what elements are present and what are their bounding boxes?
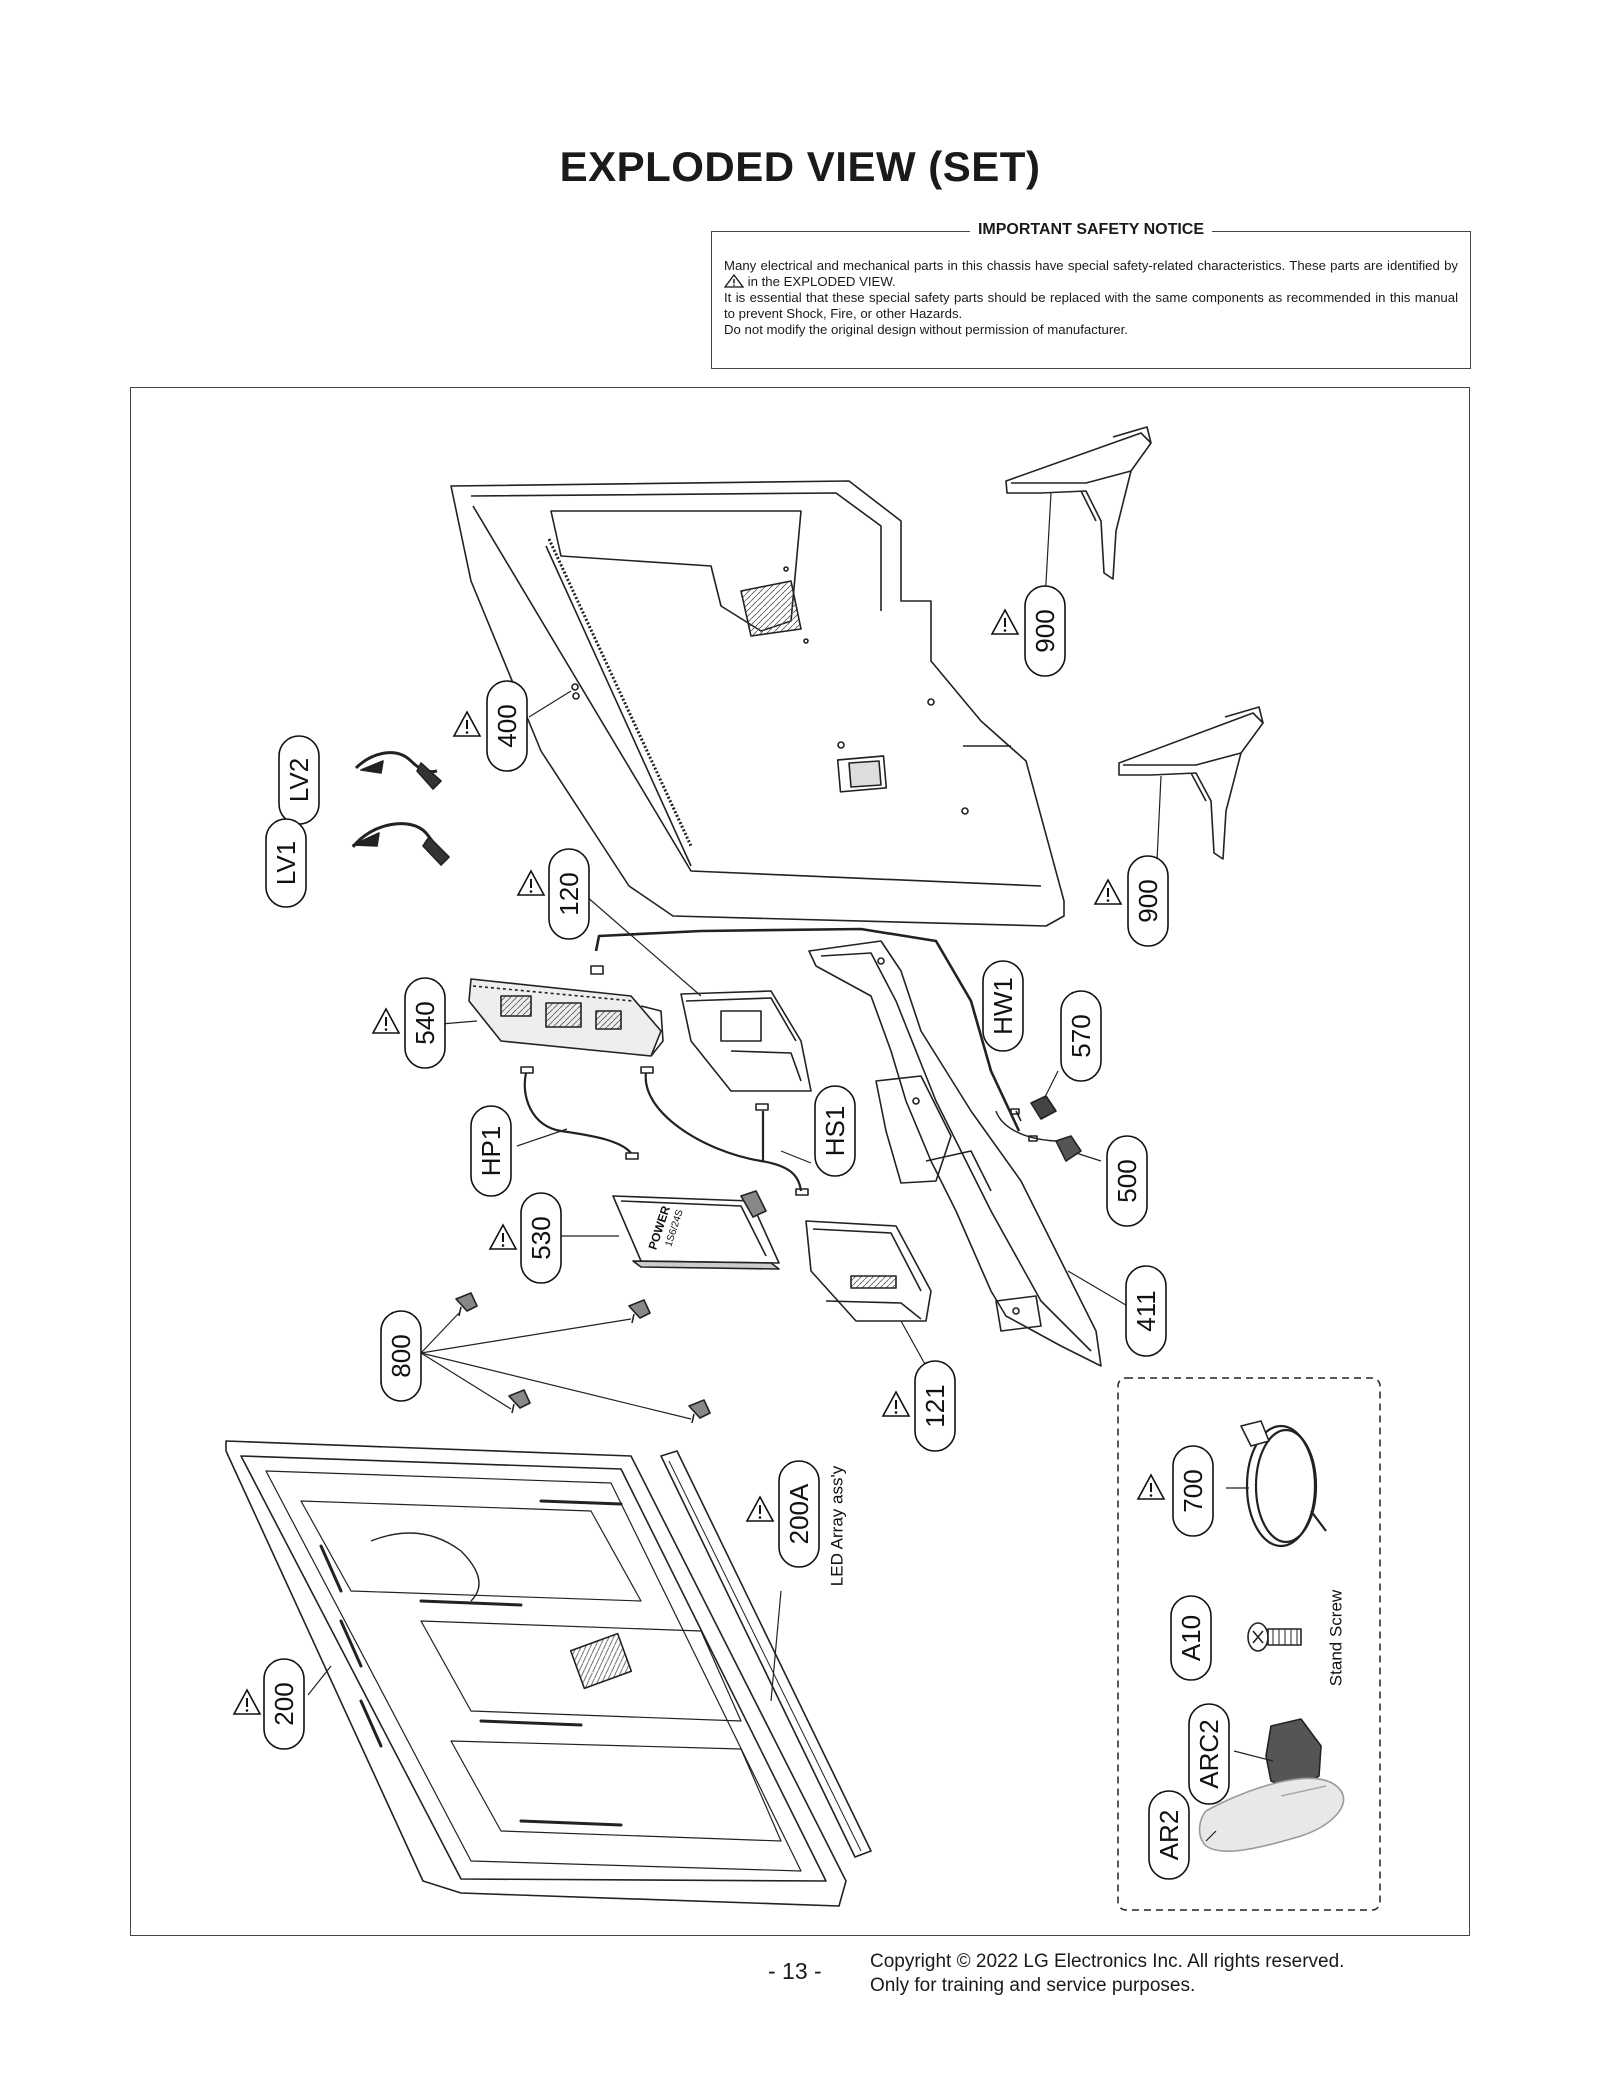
warning-triangle-icon — [517, 870, 545, 896]
warning-triangle-icon — [882, 1391, 910, 1417]
svg-text:700: 700 — [1178, 1469, 1208, 1512]
led-array-label: LED Array ass'y — [828, 1465, 847, 1586]
stand-screw-drawing — [1247, 1622, 1302, 1652]
warning-triangle-icon — [1137, 1474, 1165, 1500]
stand-clips-drawing — [455, 1292, 711, 1424]
callout-570: 570 — [1060, 990, 1102, 1082]
warning-triangle-icon — [233, 1689, 261, 1715]
safety-notice-heading: IMPORTANT SAFETY NOTICE — [712, 221, 1470, 239]
callout-121: 121 — [882, 1360, 956, 1452]
warning-triangle-icon — [453, 711, 481, 737]
svg-text:HW1: HW1 — [988, 977, 1018, 1035]
back-cover-drawing — [450, 480, 1065, 927]
callout-500: 500 — [1106, 1135, 1148, 1227]
svg-text:900: 900 — [1133, 879, 1163, 922]
callout-AR2: AR2 — [1148, 1790, 1190, 1880]
svg-text:540: 540 — [410, 1001, 440, 1044]
svg-text:900: 900 — [1030, 609, 1060, 652]
svg-text:570: 570 — [1066, 1014, 1096, 1057]
svg-text:200: 200 — [269, 1682, 299, 1725]
lvds-cables-drawing — [351, 751, 450, 866]
callout-LV1: LV1 — [265, 818, 307, 908]
svg-text:HS1: HS1 — [820, 1106, 850, 1157]
page-title: EXPLODED VIEW (SET) — [559, 143, 1041, 190]
svg-text:200A: 200A — [784, 1483, 814, 1544]
accessories-box — [1117, 1377, 1381, 1911]
svg-text:120: 120 — [554, 872, 584, 915]
callout-HW1: HW1 — [982, 960, 1024, 1052]
stand-screw-label: Stand Screw — [1327, 1589, 1346, 1686]
exploded-view-diagram: 900 900 400 LV2 LV1 120 HW1 540 570 HP1 — [225, 426, 1381, 1911]
svg-text:400: 400 — [492, 704, 522, 747]
copyright-line-1: Copyright © 2022 LG Electronics Inc. All… — [870, 1951, 1345, 1972]
notice-paragraph-1: Many electrical and mechanical parts in … — [724, 258, 1458, 289]
svg-text:AR2: AR2 — [1154, 1810, 1184, 1861]
warning-triangle-icon — [746, 1496, 774, 1522]
display-panel-drawing — [225, 1440, 847, 1907]
callout-411: 411 — [1125, 1265, 1167, 1357]
callout-200: 200 — [233, 1658, 305, 1750]
power-cord-drawing — [1240, 1420, 1327, 1548]
callout-LV2: LV2 — [278, 735, 320, 825]
notice-paragraph-2: It is essential that these special safet… — [724, 290, 1458, 321]
warning-triangle-icon — [991, 609, 1019, 635]
callout-HP1: HP1 — [470, 1105, 512, 1197]
safety-notice-body: Many electrical and mechanical parts in … — [724, 258, 1458, 338]
warning-triangle-icon — [372, 1008, 400, 1034]
copyright-line-2: Only for training and service purposes. — [870, 1975, 1196, 1996]
copyright-notice: Copyright © 2022 LG Electronics Inc. All… — [870, 1950, 1344, 1998]
callout-530: 530 — [489, 1192, 562, 1284]
main-shield-drawing — [680, 990, 812, 1092]
stand-lower-drawing — [1118, 706, 1264, 860]
svg-text:121: 121 — [920, 1384, 950, 1427]
warning-triangle-icon — [1094, 879, 1122, 905]
notice-paragraph-3: Do not modify the original design withou… — [724, 322, 1128, 337]
svg-text:LV2: LV2 — [284, 758, 314, 802]
warning-triangle-icon — [724, 274, 744, 288]
page-number: - 13 - — [768, 1958, 822, 1984]
led-array-drawing — [660, 1450, 872, 1858]
bracket-frame-drawing — [808, 940, 1102, 1367]
button-module-drawing — [995, 1095, 1082, 1162]
svg-text:530: 530 — [526, 1216, 556, 1259]
callout-400: 400 — [453, 680, 528, 772]
svg-text:HP1: HP1 — [476, 1126, 506, 1177]
svg-text:ARC2: ARC2 — [1194, 1719, 1224, 1788]
callout-540: 540 — [372, 977, 446, 1069]
exploded-view-frame: 900 900 400 LV2 LV1 120 HW1 540 570 HP1 — [130, 387, 1470, 1936]
stand-upper-drawing — [1005, 426, 1152, 580]
remote-control-drawing — [1198, 1718, 1345, 1852]
callout-900-lower: 900 — [1094, 855, 1169, 947]
power-board-drawing — [612, 1190, 780, 1270]
callout-700: 700 — [1137, 1445, 1214, 1537]
callout-HS1: HS1 — [814, 1085, 856, 1177]
callout-200A: 200A — [746, 1460, 820, 1568]
main-board-drawing — [468, 978, 664, 1057]
svg-text:A10: A10 — [1176, 1615, 1206, 1661]
safety-notice-box: IMPORTANT SAFETY NOTICE Many electrical … — [711, 221, 1471, 369]
sub-board-drawing — [805, 1220, 932, 1322]
svg-text:500: 500 — [1112, 1159, 1142, 1202]
callout-800: 800 — [380, 1310, 422, 1402]
svg-text:411: 411 — [1131, 1290, 1161, 1331]
warning-triangle-icon — [489, 1224, 517, 1250]
callout-A10: A10 — [1170, 1595, 1212, 1681]
callout-ARC2: ARC2 — [1188, 1703, 1230, 1805]
svg-text:LV1: LV1 — [271, 841, 301, 885]
callout-900-upper: 900 — [991, 585, 1066, 677]
callout-120: 120 — [517, 848, 590, 940]
svg-text:800: 800 — [386, 1334, 416, 1377]
